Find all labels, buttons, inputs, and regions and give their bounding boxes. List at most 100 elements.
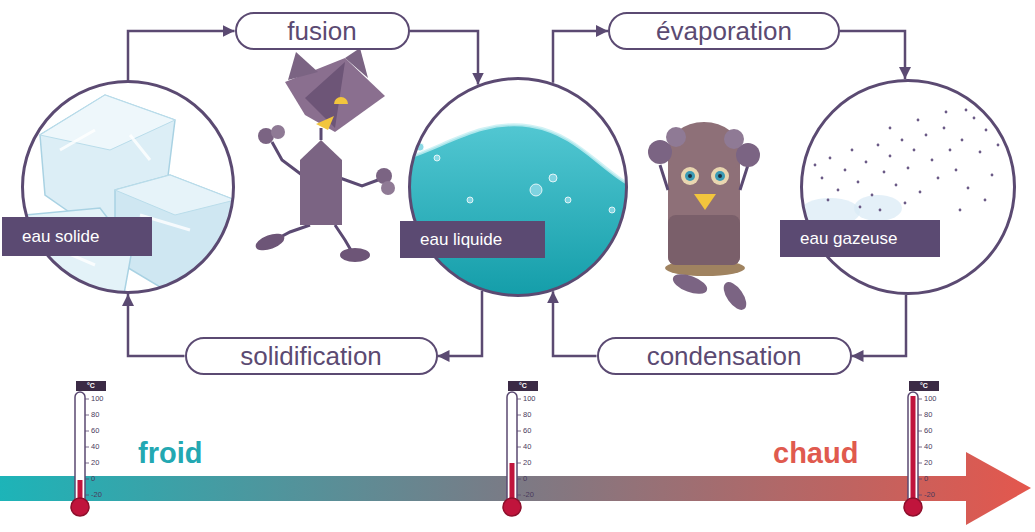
gas-particles-part-part [883,171,886,174]
cycle-arrow [438,291,483,356]
cycle-arrow [128,294,185,356]
scale-number: 40 [924,442,932,452]
water-part [416,143,424,151]
robot-fusion-part [300,140,342,225]
scale-number: 100 [523,394,536,404]
robot-evaporation [648,122,760,314]
gas-particles-part-part [837,189,840,192]
scale-number: 20 [523,458,531,468]
scale-number: 80 [523,410,531,420]
gas-particles-part-part [985,129,988,132]
gas-particles-part [800,198,860,226]
gas-particles-part-part [814,164,817,167]
robot-evaporation-part [666,127,686,147]
ice-cubes-part [115,175,235,215]
scale-number: 20 [924,458,932,468]
robot-evaporation-part [694,194,716,210]
temperature-arrow-part [0,476,968,501]
robot-evaporation-part [718,174,722,178]
robot-fusion-part [381,181,395,195]
scale-number: 0 [924,474,928,484]
ice-cubes-part [60,130,190,265]
gas-particles-part-part [889,155,892,158]
gas-particles-part-part [871,194,874,197]
gas-particles [800,109,999,226]
gas-particles-part-part [973,117,976,120]
cycle-arrow [410,31,479,85]
robot-fusion-part [340,248,370,262]
robot-evaporation-part [668,215,740,265]
gas-particles-part-part [945,111,948,114]
robot-fusion-part [254,230,287,253]
cycle-arrow [553,291,597,356]
state-label: eau solide [2,217,152,256]
process-label: fusion [287,16,356,46]
gas-particles-part-part [877,144,880,147]
gas-particles-part-part [821,177,824,180]
gas-particles-part-part [917,119,920,122]
scale-number: 100 [91,394,104,404]
scale-number: 20 [91,458,99,468]
unit-label: °C [508,381,538,391]
process-label: condensation [647,341,802,371]
unit-label: °C [909,381,939,391]
thermometer-hot-part [911,396,916,505]
scale-number: -20 [91,490,102,500]
scale-number: 60 [91,426,99,436]
water-part [565,197,571,203]
process-pill: évaporation [608,12,840,50]
robot-fusion-part [345,48,368,78]
scale-number: 40 [91,442,99,452]
process-pill: solidification [185,337,438,375]
gas-particles-part-part [879,209,882,212]
process-label: solidification [240,341,382,371]
state-circle: eau liquide [408,77,628,297]
robot-evaporation-part [670,270,709,297]
water [400,125,640,310]
gas-particles-part-part [829,157,832,160]
water-part [609,207,615,213]
scale-number: 80 [91,410,99,420]
thermometer-cold-part [75,392,85,504]
gas-particles-part-part [931,159,934,162]
scale-number: 60 [924,426,932,436]
gas-particles-part-part [919,191,922,194]
gas-particles-part-part [979,151,982,154]
thermometer-hot [904,392,922,516]
robot-evaporation-part [711,167,729,185]
ice-cubes-part [40,95,175,150]
robot-evaporation-part [660,165,748,190]
robot-fusion [254,48,395,262]
gas-particles-part-part [857,181,860,184]
gas-particles-part [854,195,902,221]
robot-evaporation-part [685,171,695,181]
robot-fusion-part [288,52,318,80]
cycle-arrow [852,295,907,356]
gas-particles-part-part [827,199,830,202]
scale-number: -20 [523,490,534,500]
gas-particles-part-part [925,134,928,137]
ice-cubes-part [115,175,235,290]
robot-evaporation-part [715,171,725,181]
gas-particles-part-part [851,149,854,152]
gas-particles-part-part [961,139,964,142]
water-part [400,125,640,310]
gas-particles-part-part [889,127,892,130]
thermometer-middle-part [507,392,517,504]
scale-number: -20 [924,490,935,500]
ice-cubes [22,95,235,305]
water-part [467,197,473,203]
gas-particles-part-part [895,184,898,187]
state-label: eau liquide [400,221,545,258]
axis-label: chaud [773,437,858,469]
process-pill: condensation [597,337,852,375]
robot-evaporation-part [681,167,699,185]
thermometer-cold [71,392,89,516]
cycle-arrow [553,31,608,83]
gas-particles-part-part [904,202,907,205]
gas-particles-part-part [997,144,1000,147]
temperature-arrow-part [966,452,1031,525]
